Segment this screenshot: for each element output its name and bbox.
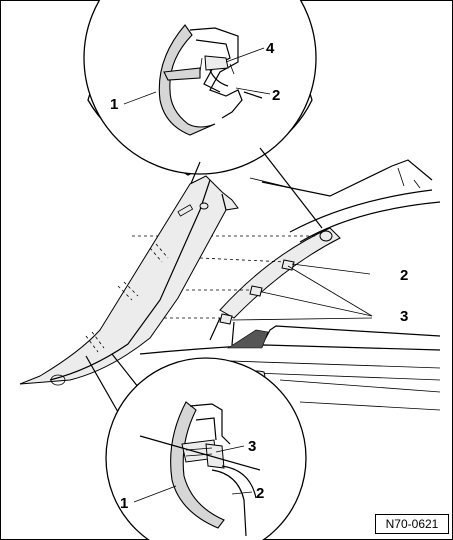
top-detail-view: [83, 0, 317, 176]
callout-top-4: 4: [266, 40, 275, 57]
callout-bottom-3: 3: [248, 438, 256, 455]
trim-cross-section: [158, 24, 216, 136]
callout-bottom-2: 2: [256, 485, 264, 502]
callout-main-3: 3: [400, 308, 408, 325]
pillar-trim: [19, 175, 239, 386]
callout-main-2: 2: [400, 267, 408, 284]
top-detail-circle: [83, 0, 317, 175]
callout-top-2: 2: [272, 87, 280, 104]
callout-top-1: 1: [110, 96, 118, 113]
bottom-detail-view: [105, 357, 307, 540]
callout-bottom-1: 1: [120, 495, 128, 512]
figure-reference-code: N70-0621: [375, 514, 449, 534]
clip-4: [204, 55, 229, 71]
